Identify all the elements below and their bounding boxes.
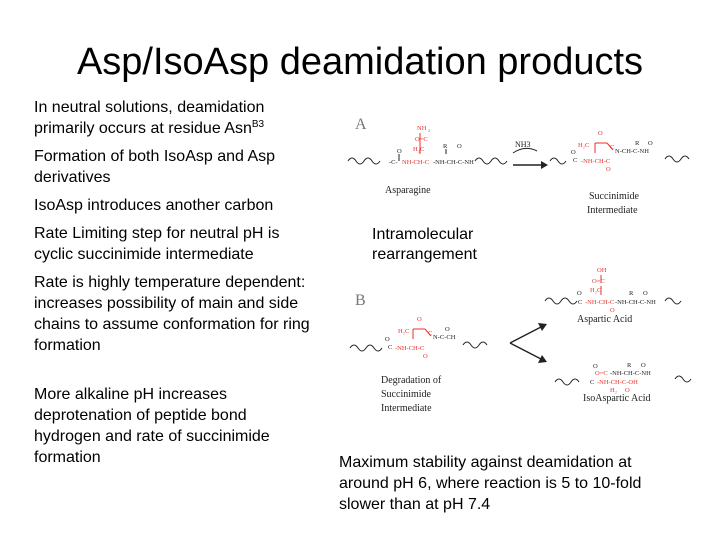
panel-b-label: B: [355, 292, 366, 309]
succinimide-caption-line1: Succinimide: [589, 191, 640, 202]
svg-text:R: R: [635, 140, 640, 147]
svg-text:O=C: O=C: [592, 278, 605, 285]
svg-text:-NH-CH-C-NH: -NH-CH-C-NH: [615, 299, 656, 306]
svg-text:O: O: [641, 362, 646, 369]
svg-text:-NH-CH-C: -NH-CH-C: [585, 299, 614, 306]
svg-text:H₂C: H₂C: [413, 146, 424, 153]
slide-title: Asp/IsoAsp deamidation products: [76, 41, 644, 83]
svg-text:H₂: H₂: [610, 387, 617, 394]
svg-text:R: R: [627, 362, 632, 369]
svg-text:NH: NH: [417, 125, 427, 132]
svg-text:C: C: [590, 379, 594, 386]
citation-superscript: B3: [251, 119, 265, 130]
svg-text:O: O: [385, 336, 390, 343]
svg-text:O: O: [593, 363, 598, 370]
deamidation-mechanism-figure: A NH 2 O=C H₂C O R O -C- NH-CH-C -NH-CH-…: [347, 116, 692, 414]
svg-text:N-CH-C-NH: N-CH-C-NH: [615, 148, 649, 155]
bullet-list: In neutral solutions, deamidation primar…: [34, 97, 314, 475]
svg-text:OH: OH: [597, 267, 607, 274]
svg-text:C: C: [428, 330, 432, 337]
svg-text:-NH-CH-C-NH: -NH-CH-C-NH: [610, 370, 651, 377]
svg-text:C: C: [573, 157, 577, 164]
succinimide-structure: [549, 142, 690, 165]
bullet-isoasp-asp-formation: Formation of both IsoAsp and Asp derivat…: [34, 148, 276, 186]
panel-a-label: A: [355, 116, 367, 133]
svg-text:O: O: [445, 326, 450, 333]
aspartic-acid-structure: [544, 275, 682, 305]
svg-text:O: O: [397, 148, 402, 155]
ammonia-label: NH3: [515, 140, 531, 149]
svg-text:O: O: [577, 290, 582, 297]
svg-text:O: O: [625, 387, 630, 394]
svg-text:NH-CH-C: NH-CH-C: [402, 159, 429, 166]
svg-text:O=C: O=C: [415, 136, 428, 143]
svg-text:N-C-CH: N-C-CH: [433, 334, 456, 341]
bullet-neutral-deamidation: In neutral solutions, deamidation primar…: [34, 99, 265, 137]
svg-text:-NH-CH-C: -NH-CH-C: [395, 345, 424, 352]
svg-text:2: 2: [428, 128, 430, 133]
isoaspartic-acid-structure: [554, 375, 692, 386]
intramolecular-note: Intramolecular rearrangement: [372, 226, 477, 263]
svg-text:O: O: [571, 149, 576, 156]
branch-arrows: [509, 323, 547, 363]
stability-note: Maximum stability against deamidation at…: [339, 454, 642, 513]
svg-text:O: O: [598, 130, 603, 137]
succinimide-degradation-structure: [349, 328, 488, 352]
bullet-temperature-dependence: Rate is highly temperature dependent: in…: [34, 274, 310, 354]
asparagine-caption: Asparagine: [385, 185, 431, 196]
svg-text:-NH-CH-C-NH: -NH-CH-C-NH: [433, 159, 474, 166]
svg-text:C: C: [388, 344, 392, 351]
svg-text:O: O: [648, 140, 653, 147]
degradation-caption-line1: Degradation of: [381, 375, 442, 386]
svg-text:O: O: [417, 316, 422, 323]
reaction-arrow-a: NH3: [512, 140, 548, 169]
svg-text:H₂C: H₂C: [398, 328, 409, 335]
svg-text:O: O: [457, 143, 462, 150]
isoaspartic-acid-caption: IsoAspartic Acid: [583, 393, 651, 404]
svg-text:O: O: [643, 290, 648, 297]
svg-text:O: O: [423, 353, 428, 360]
bullet-isoasp-extra-carbon: IsoAsp introduces another carbon: [34, 197, 274, 214]
svg-text:O: O: [610, 307, 615, 314]
svg-text:R: R: [443, 143, 448, 150]
svg-text:H₂C: H₂C: [578, 142, 589, 149]
svg-text:C: C: [578, 299, 582, 306]
asparagine-structure: [347, 133, 508, 165]
bullet-alkaline-ph: More alkaline pH increases deprotenation…: [34, 386, 270, 466]
svg-text:-NH-CH-C: -NH-CH-C: [581, 158, 610, 165]
svg-text:H₂C: H₂C: [590, 287, 601, 294]
svg-text:R: R: [629, 290, 634, 297]
succinimide-caption-line2: Intermediate: [587, 205, 638, 216]
aspartic-acid-caption: Aspartic Acid: [577, 314, 632, 325]
svg-text:O: O: [606, 166, 611, 173]
degradation-caption-line3: Intermediate: [381, 403, 432, 414]
svg-text:-C-: -C-: [389, 159, 398, 166]
svg-text:-NH-CH-C-OH: -NH-CH-C-OH: [597, 379, 638, 386]
bullet-rate-limiting-step: Rate Limiting step for neutral pH is cyc…: [34, 225, 280, 263]
degradation-caption-line2: Succinimide: [381, 389, 432, 400]
svg-text:C: C: [610, 144, 614, 151]
svg-text:O=C: O=C: [595, 370, 608, 377]
